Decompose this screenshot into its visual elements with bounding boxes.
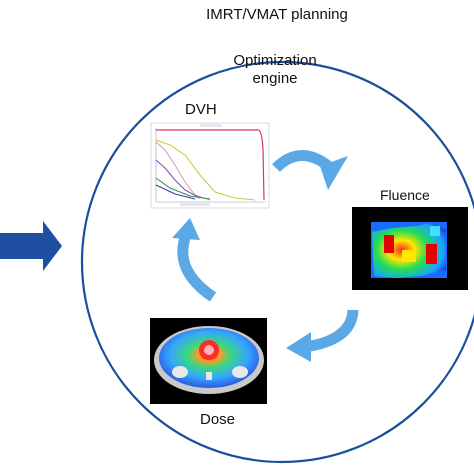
dose-label: Dose [200, 411, 236, 428]
diagram-title: IMRT/VMAT planning [206, 6, 348, 23]
arrow-fluence-to-dose [304, 309, 359, 353]
input-arrow [0, 221, 62, 271]
cycle-arrows [172, 150, 359, 362]
dvh-curve-target [156, 129, 265, 201]
dvh-curve-1 [155, 139, 256, 201]
fluence-map [352, 207, 468, 290]
planning-circle [80, 60, 474, 464]
engine-line-1: Optimization [233, 52, 317, 69]
dvh-plot [150, 122, 270, 209]
dvh-curve-2 [155, 141, 211, 201]
engine-line-2: engine [252, 70, 298, 87]
dvh-curve-4 [155, 177, 211, 200]
optimization-engine-label: Optimization engine [200, 52, 350, 88]
dose-image [150, 318, 267, 404]
dvh-curve-3 [155, 159, 201, 199]
dvh-curve-5 [155, 184, 196, 200]
arrow-dose-to-dvh [177, 233, 217, 302]
dvh-label: DVH [185, 101, 217, 118]
fluence-label: Fluence [380, 187, 430, 203]
